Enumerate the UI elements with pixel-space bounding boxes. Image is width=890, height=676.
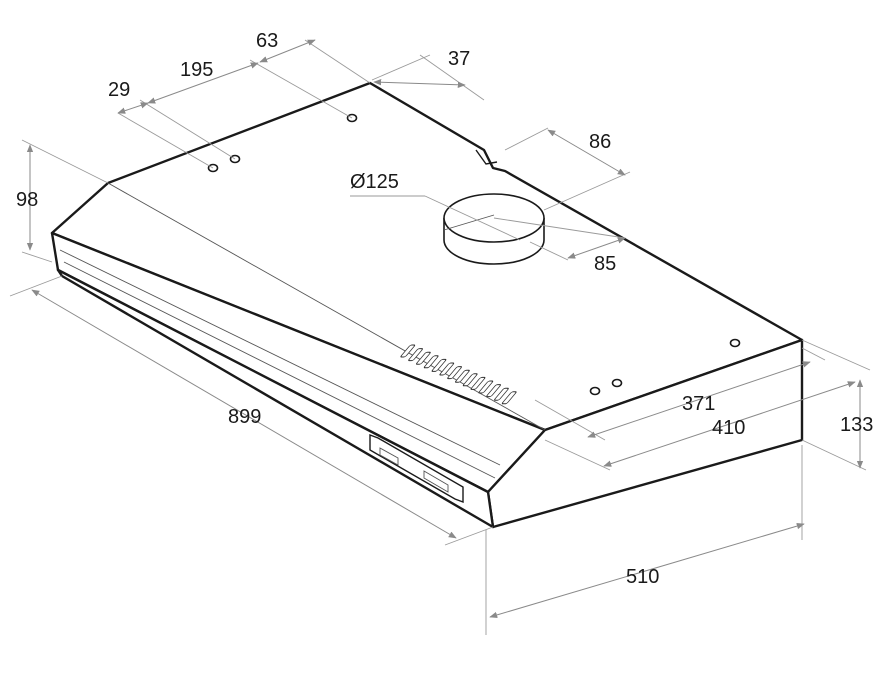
grille-slot bbox=[462, 373, 478, 387]
grille-slot bbox=[494, 387, 509, 401]
grille-slot bbox=[486, 384, 501, 398]
grille-slot bbox=[470, 376, 486, 390]
exhaust-collar bbox=[443, 193, 545, 265]
dimension-lines bbox=[9, 39, 871, 635]
dim-label-98: 98 bbox=[16, 189, 38, 211]
dim-label-133: 133 bbox=[840, 414, 873, 436]
dim-label-37: 37 bbox=[448, 48, 470, 70]
hood-top-panel bbox=[50, 81, 804, 432]
mounting-hole bbox=[611, 378, 623, 388]
dim-label-85: 85 bbox=[594, 253, 616, 275]
grille-slot bbox=[501, 391, 517, 405]
dim-label-195: 195 bbox=[180, 59, 213, 81]
dim-label-diameter: Ø125 bbox=[350, 171, 399, 193]
grille-slot bbox=[455, 369, 470, 383]
rear-notch bbox=[475, 149, 498, 165]
dimension-labels: 29 195 63 37 86 Ø125 85 98 899 371 410 1… bbox=[16, 30, 873, 588]
dim-label-86: 86 bbox=[589, 131, 611, 153]
dim-label-899: 899 bbox=[228, 406, 261, 428]
mounting-hole bbox=[589, 386, 601, 396]
dim-label-371: 371 bbox=[682, 393, 715, 415]
dim-label-410: 410 bbox=[712, 417, 745, 439]
grille-slot bbox=[478, 380, 494, 394]
dim-label-29: 29 bbox=[108, 79, 130, 101]
dim-label-63: 63 bbox=[256, 30, 278, 52]
dim-label-510: 510 bbox=[626, 566, 659, 588]
hood-body bbox=[50, 81, 804, 529]
mounting-hole bbox=[729, 338, 741, 348]
